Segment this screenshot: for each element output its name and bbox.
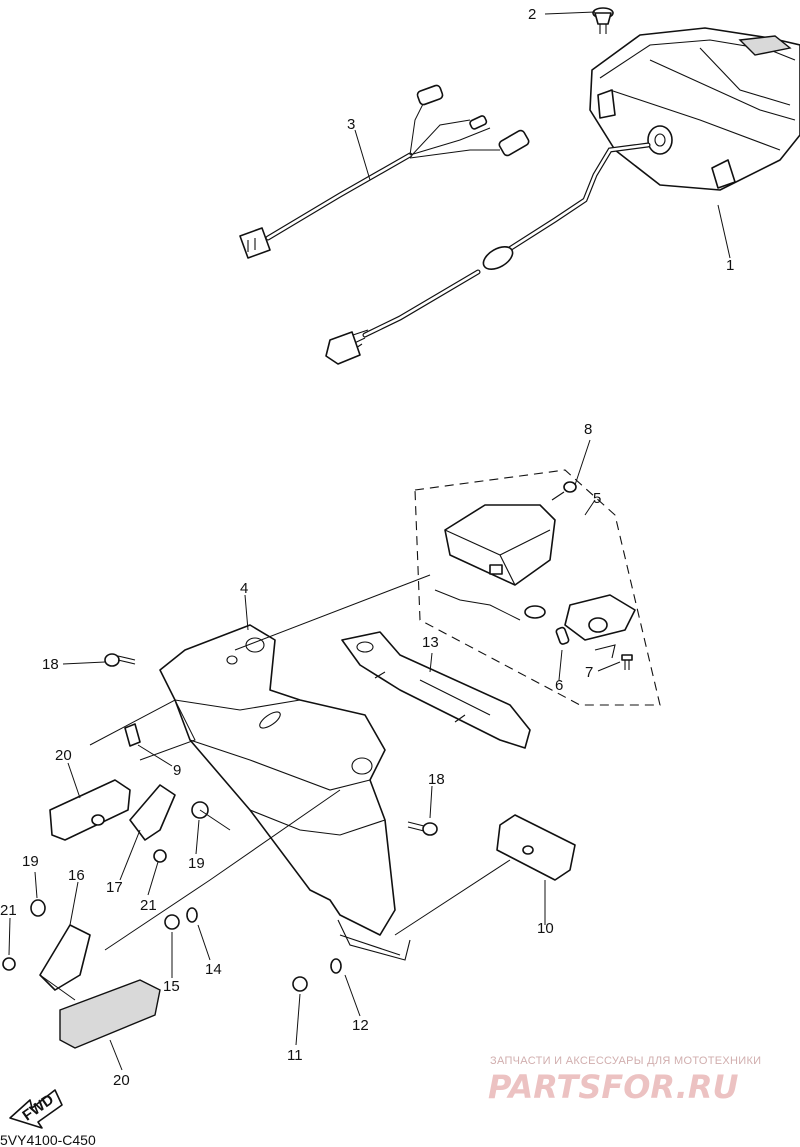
callout-7: 7 [585,664,593,681]
reflector-right [496,814,576,881]
plate-stay [341,631,531,749]
callout-19-lower: 19 [22,853,39,870]
license-bracket [159,624,411,961]
washer-14 [186,907,198,923]
reflector-lower [59,979,161,1049]
tail-light-screw [592,7,614,34]
clip [124,723,141,747]
screw-8 [551,481,577,501]
callout-15: 15 [163,978,180,995]
callout-3: 3 [347,116,355,133]
nut-21-upper [153,849,167,863]
callout-21-lower: 21 [0,902,17,919]
callout-11: 11 [287,1047,303,1064]
washer-12 [330,958,342,974]
reflector-bracket-16 [39,924,91,991]
callout-8: 8 [584,421,592,438]
nut-15 [164,914,180,930]
callout-6: 6 [555,677,563,694]
callout-18-left: 18 [42,656,59,673]
bolt-18-left [104,653,136,667]
callout-13: 13 [422,634,439,651]
callout-16: 16 [68,867,85,884]
callout-1: 1 [726,257,734,274]
tail-light-assembly [325,27,800,365]
callout-17: 17 [106,879,123,896]
callout-10: 10 [537,920,554,937]
callout-5: 5 [593,490,601,507]
callout-leaders [8,11,731,1071]
watermark-brand: PARTSFOR.RU [488,1068,738,1106]
callout-18-right: 18 [428,771,445,788]
callout-20-lower: 20 [113,1072,130,1089]
collar-19-lower [30,899,46,917]
callout-19-upper: 19 [188,855,205,872]
nut-21-lower [2,957,16,971]
callout-21-upper: 21 [140,897,157,914]
fwd-arrow: FWD [9,1089,63,1129]
callout-9: 9 [173,762,181,779]
license-light [434,504,636,659]
bulb [555,626,570,645]
reflector-bracket-17 [129,784,176,841]
callout-20-upper: 20 [55,747,72,764]
assembly-lines [39,574,511,1001]
diagram-code: 5VY4100-C450 [0,1132,96,1147]
screw-7 [621,654,633,670]
nut-11 [292,976,308,992]
sub-wire-harness [239,84,530,259]
watermark: ЗАПЧАСТИ И АКСЕССУАРЫ ДЛЯ МОТОТЕХНИКИ PA… [488,1055,761,1106]
watermark-subtitle: ЗАПЧАСТИ И АКСЕССУАРЫ ДЛЯ МОТОТЕХНИКИ [490,1055,761,1067]
reflector-upper [49,779,131,841]
callout-12: 12 [352,1017,369,1034]
callout-4: 4 [240,580,248,597]
callout-numbers: 2 3 1 8 5 4 13 18 6 7 20 9 18 19 19 16 1… [0,6,734,1089]
bolt-18-right [407,821,438,836]
callout-14: 14 [205,961,222,978]
license-light-group-outline [414,469,661,706]
callout-2: 2 [528,6,536,23]
